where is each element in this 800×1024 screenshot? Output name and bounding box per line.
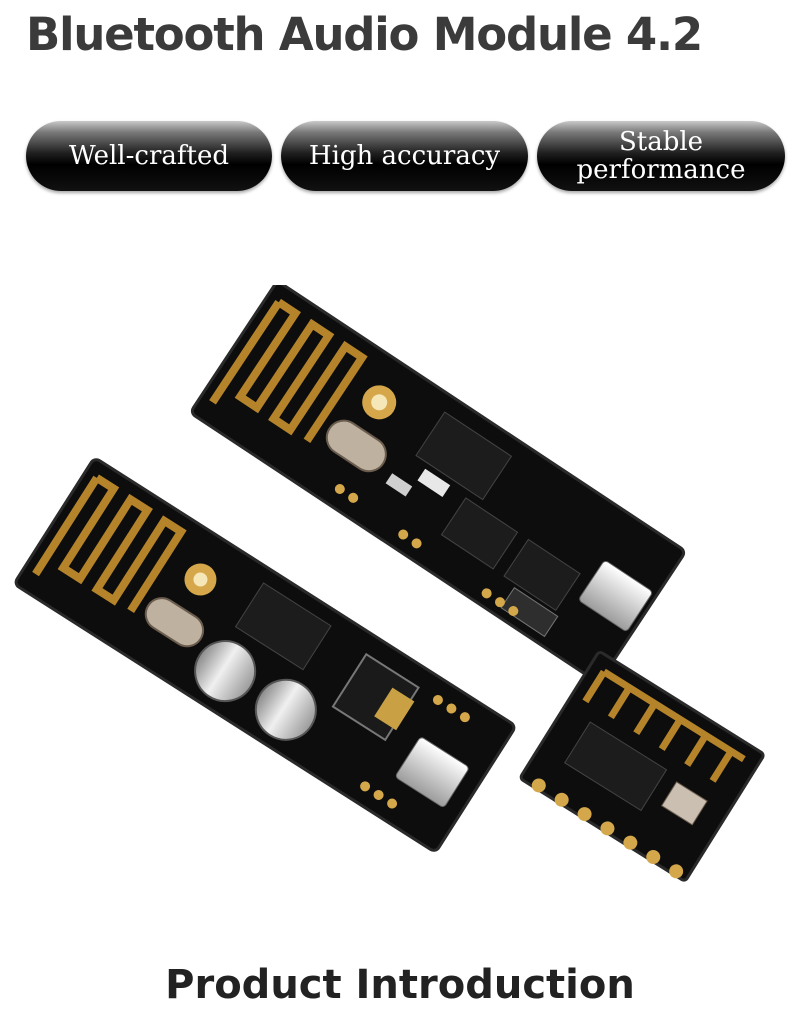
feature-badge-label: High accuracy bbox=[308, 141, 501, 171]
crystal-oscillator bbox=[325, 419, 387, 473]
capacitor bbox=[254, 678, 317, 741]
pcb-module-c bbox=[519, 651, 765, 882]
antenna-trace bbox=[209, 298, 368, 444]
feature-badge-well-crafted: Well-crafted bbox=[26, 121, 272, 191]
feature-badge-label: Well-crafted bbox=[69, 141, 229, 171]
ic-chip bbox=[440, 497, 519, 570]
antenna-trace bbox=[582, 668, 746, 783]
capacitor bbox=[194, 640, 257, 703]
pcb-module-a bbox=[190, 285, 686, 683]
page-title: Bluetooth Audio Module 4.2 bbox=[26, 8, 703, 61]
usb-port bbox=[579, 560, 652, 631]
usb-port bbox=[395, 737, 469, 807]
feature-badge-stable-performance: Stable performance bbox=[537, 121, 785, 191]
feature-badge-label-line2: performance bbox=[576, 155, 746, 185]
product-photo bbox=[14, 285, 765, 882]
ic-chip bbox=[234, 582, 332, 671]
crystal-oscillator bbox=[144, 597, 205, 648]
feature-badge-label-line1: Stable bbox=[618, 127, 704, 157]
ic-chip bbox=[415, 411, 513, 501]
section-title: Product Introduction bbox=[165, 962, 635, 1008]
ic-chip bbox=[564, 721, 668, 812]
pcb-module-b bbox=[14, 458, 516, 852]
crystal-oscillator bbox=[661, 781, 708, 826]
antenna-trace bbox=[32, 474, 187, 614]
feature-badge-high-accuracy: High accuracy bbox=[281, 121, 528, 191]
slide-switch bbox=[500, 587, 559, 638]
ic-chip bbox=[503, 538, 581, 611]
